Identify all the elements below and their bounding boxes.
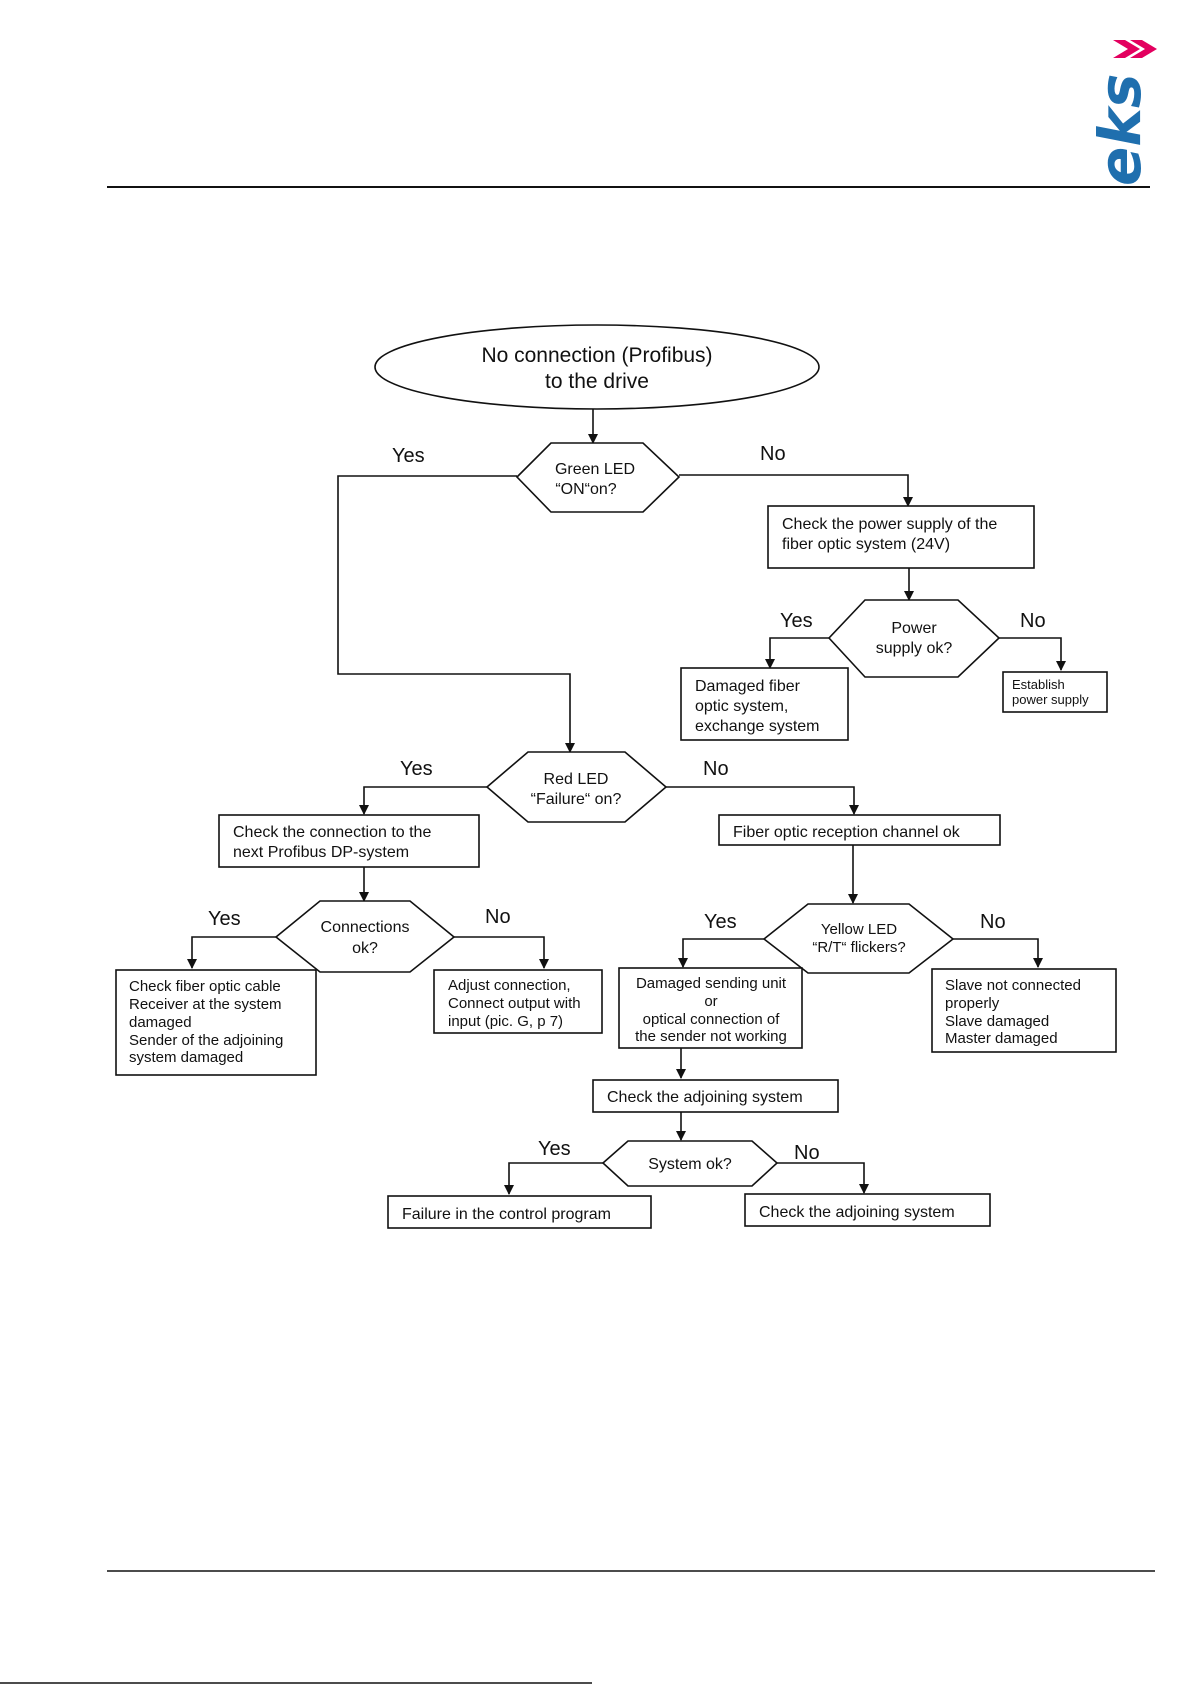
yellow-led-label-2: “R/T“ flickers?	[812, 939, 905, 956]
system-ok-yes: Yes	[538, 1138, 571, 1160]
check-fiber-cable-label-3: damaged	[129, 1014, 192, 1031]
connector	[999, 637, 1066, 671]
box-damaged-fiber	[680, 667, 849, 741]
slave-label-1: Slave not connected	[945, 977, 1081, 994]
start-label-1: No connection (Profibus)	[481, 344, 712, 367]
check-fiber-cable-label-1: Check fiber optic cable	[129, 978, 281, 995]
damaged-fiber-label-3: exchange system	[695, 718, 820, 735]
connector	[765, 637, 829, 669]
connections-ok-label-1: Connections	[321, 919, 410, 936]
chevron-icon	[1130, 40, 1157, 58]
connector	[679, 474, 913, 507]
establish-power-label-1: Establish	[1012, 677, 1065, 692]
power-ok-no: No	[1020, 610, 1046, 632]
box-check-adjoining-1	[592, 1079, 839, 1113]
power-ok-label-1: Power	[891, 620, 937, 637]
connector	[666, 786, 859, 815]
connections-ok-yes: Yes	[208, 908, 241, 930]
check-adjoining-2-label: Check the adjoining system	[759, 1204, 955, 1221]
green-led-label-1: Green LED	[555, 461, 635, 478]
system-ok-no: No	[794, 1142, 820, 1164]
check-fiber-cable-label-4: Sender of the adjoining	[129, 1032, 283, 1049]
connector	[187, 936, 276, 969]
start-label-2: to the drive	[545, 370, 649, 393]
decision-connections-ok	[274, 900, 456, 973]
slave-label-3: Slave damaged	[945, 1013, 1049, 1030]
connector	[953, 938, 1043, 968]
box-check-connection	[218, 814, 480, 868]
adjust-connection-label-3: input (pic. G, p 7)	[448, 1013, 563, 1030]
box-failure-control	[387, 1195, 652, 1229]
damaged-fiber-label-1: Damaged fiber	[695, 678, 801, 695]
slave-label-4: Master damaged	[945, 1030, 1058, 1047]
yellow-led-yes: Yes	[704, 911, 737, 933]
check-power-label-1: Check the power supply of the	[782, 516, 997, 533]
power-ok-yes: Yes	[780, 610, 813, 632]
green-led-label-2: “ON“on?	[555, 481, 616, 498]
chevron-icon	[1113, 40, 1140, 58]
connector	[777, 1162, 869, 1194]
connections-ok-label-2: ok?	[352, 940, 378, 957]
fiber-reception-label: Fiber optic reception channel ok	[733, 824, 961, 841]
green-led-yes: Yes	[392, 445, 425, 467]
green-led-no: No	[760, 443, 786, 465]
failure-control-label: Failure in the control program	[402, 1206, 611, 1223]
adjust-connection-label-2: Connect output with	[448, 995, 581, 1012]
box-damaged-sending	[618, 967, 803, 1049]
check-connection-label-1: Check the connection to the	[233, 824, 431, 841]
logo-text: eks	[1086, 74, 1154, 186]
yellow-led-no: No	[980, 911, 1006, 933]
decision-power-ok	[827, 599, 1001, 678]
red-led-no: No	[703, 758, 729, 780]
box-slave-not-connected	[931, 968, 1117, 1053]
yellow-led-label-1: Yellow LED	[821, 921, 897, 938]
check-adjoining-1-label: Check the adjoining system	[607, 1089, 803, 1106]
box-fiber-reception	[718, 814, 1001, 846]
red-led-label-2: “Failure“ on?	[531, 791, 622, 808]
system-ok-label: System ok?	[648, 1156, 732, 1173]
eks-logo: eks	[1086, 40, 1157, 186]
damaged-sending-label-1: Damaged sending unit	[636, 975, 787, 992]
connector	[678, 938, 764, 968]
connections-ok-no: No	[485, 906, 511, 928]
connector	[337, 475, 575, 753]
check-fiber-cable-label-2: Receiver at the system	[129, 996, 282, 1013]
power-ok-label-2: supply ok?	[876, 640, 953, 657]
connector	[504, 1162, 603, 1195]
establish-power-label-2: power supply	[1012, 692, 1089, 707]
box-check-adjoining-2	[744, 1193, 991, 1227]
box-check-power	[767, 505, 1035, 569]
check-fiber-cable-label-5: system damaged	[129, 1049, 243, 1066]
box-establish-power	[1002, 671, 1108, 713]
adjust-connection-label-1: Adjust connection,	[448, 977, 571, 994]
decision-green-led	[515, 442, 681, 513]
box-check-fiber-cable	[115, 969, 317, 1076]
connector	[454, 936, 549, 969]
start-node	[374, 324, 820, 410]
red-led-yes: Yes	[400, 758, 433, 780]
red-led-label-1: Red LED	[544, 771, 609, 788]
box-adjust-connection	[433, 969, 603, 1034]
damaged-sending-label-2: or	[704, 993, 717, 1010]
damaged-fiber-label-2: optic system,	[695, 698, 788, 715]
damaged-sending-label-3: optical connection of	[643, 1011, 781, 1028]
slave-label-2: properly	[945, 995, 1000, 1012]
check-connection-label-2: next Profibus DP-system	[233, 844, 409, 861]
check-power-label-2: fiber optic system (24V)	[782, 536, 950, 553]
damaged-sending-label-4: the sender not working	[635, 1028, 787, 1045]
connector	[359, 786, 487, 815]
